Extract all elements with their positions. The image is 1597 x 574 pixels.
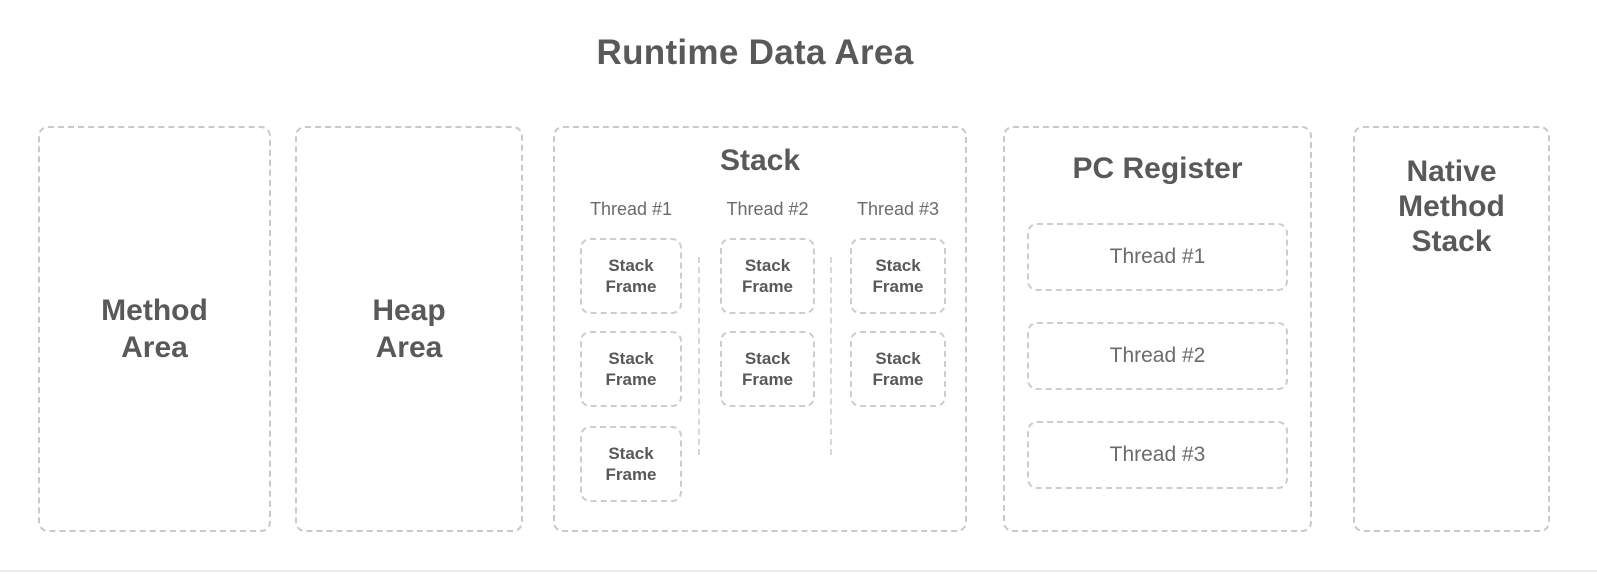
pc-thread-label: Thread #2 (1109, 344, 1206, 367)
method-area-label: Method Area (40, 292, 269, 366)
stack-frame-box: Stack Frame (580, 426, 682, 502)
label-line: Heap (372, 294, 446, 327)
thread-label: Thread #2 (726, 199, 809, 219)
pc-thread-label: Thread #1 (1109, 245, 1206, 268)
pc-register-box: PC Register Thread #1 Thread #2 Thread #… (1003, 126, 1312, 532)
stack-frame-box: Stack Frame (850, 331, 946, 407)
stack-title: Stack (719, 144, 801, 177)
native-method-stack-box: Native Method Stack (1353, 126, 1550, 532)
pc-register-thread-box: Thread #2 (1027, 322, 1288, 390)
thread-column-separator (698, 257, 700, 455)
page-bottom-divider (0, 570, 1597, 572)
stack-thread-column-1: Thread #1 Stack Frame Stack Frame Stack … (580, 128, 682, 530)
heap-area-box: Heap Area (295, 126, 523, 532)
stack-frame-label: Stack Frame (605, 444, 657, 484)
stack-frame-label: Stack Frame (741, 349, 794, 389)
stack-frame-label: Stack Frame (741, 256, 794, 296)
stack-thread-column-2: Thread #2 Stack Frame Stack Frame (720, 128, 815, 530)
thread-label: Thread #3 (856, 199, 940, 219)
stack-frame-box: Stack Frame (720, 331, 815, 407)
stack-frame-box: Stack Frame (580, 331, 682, 407)
label-line: Method (101, 294, 208, 327)
label-line: Method (1398, 190, 1505, 223)
diagram-title: Runtime Data Area (596, 33, 914, 72)
stack-frame-box: Stack Frame (720, 238, 815, 314)
label-line: Native (1406, 155, 1497, 188)
pc-register-title: PC Register (1072, 152, 1243, 185)
method-area-box: Method Area (38, 126, 271, 532)
stack-frame-label: Stack Frame (872, 256, 924, 296)
native-method-stack-label: Native Method Stack (1355, 154, 1548, 259)
label-line: Stack (1411, 225, 1492, 258)
stack-frame-label: Stack Frame (605, 349, 657, 389)
thread-column-separator (830, 257, 832, 455)
pc-register-thread-box: Thread #3 (1027, 421, 1288, 489)
stack-frame-box: Stack Frame (850, 238, 946, 314)
stack-frame-label: Stack Frame (605, 256, 657, 296)
thread-label: Thread #1 (589, 199, 673, 219)
stack-frame-label: Stack Frame (872, 349, 924, 389)
heap-area-label: Heap Area (297, 292, 521, 366)
pc-thread-label: Thread #3 (1109, 443, 1206, 466)
stack-thread-column-3: Thread #3 Stack Frame Stack Frame (850, 128, 946, 530)
pc-register-thread-box: Thread #1 (1027, 223, 1288, 291)
label-line: Area (121, 331, 188, 364)
stack-frame-box: Stack Frame (580, 238, 682, 314)
stack-box: Stack Thread #1 Stack Frame Stack Frame … (553, 126, 967, 532)
label-line: Area (375, 331, 443, 364)
